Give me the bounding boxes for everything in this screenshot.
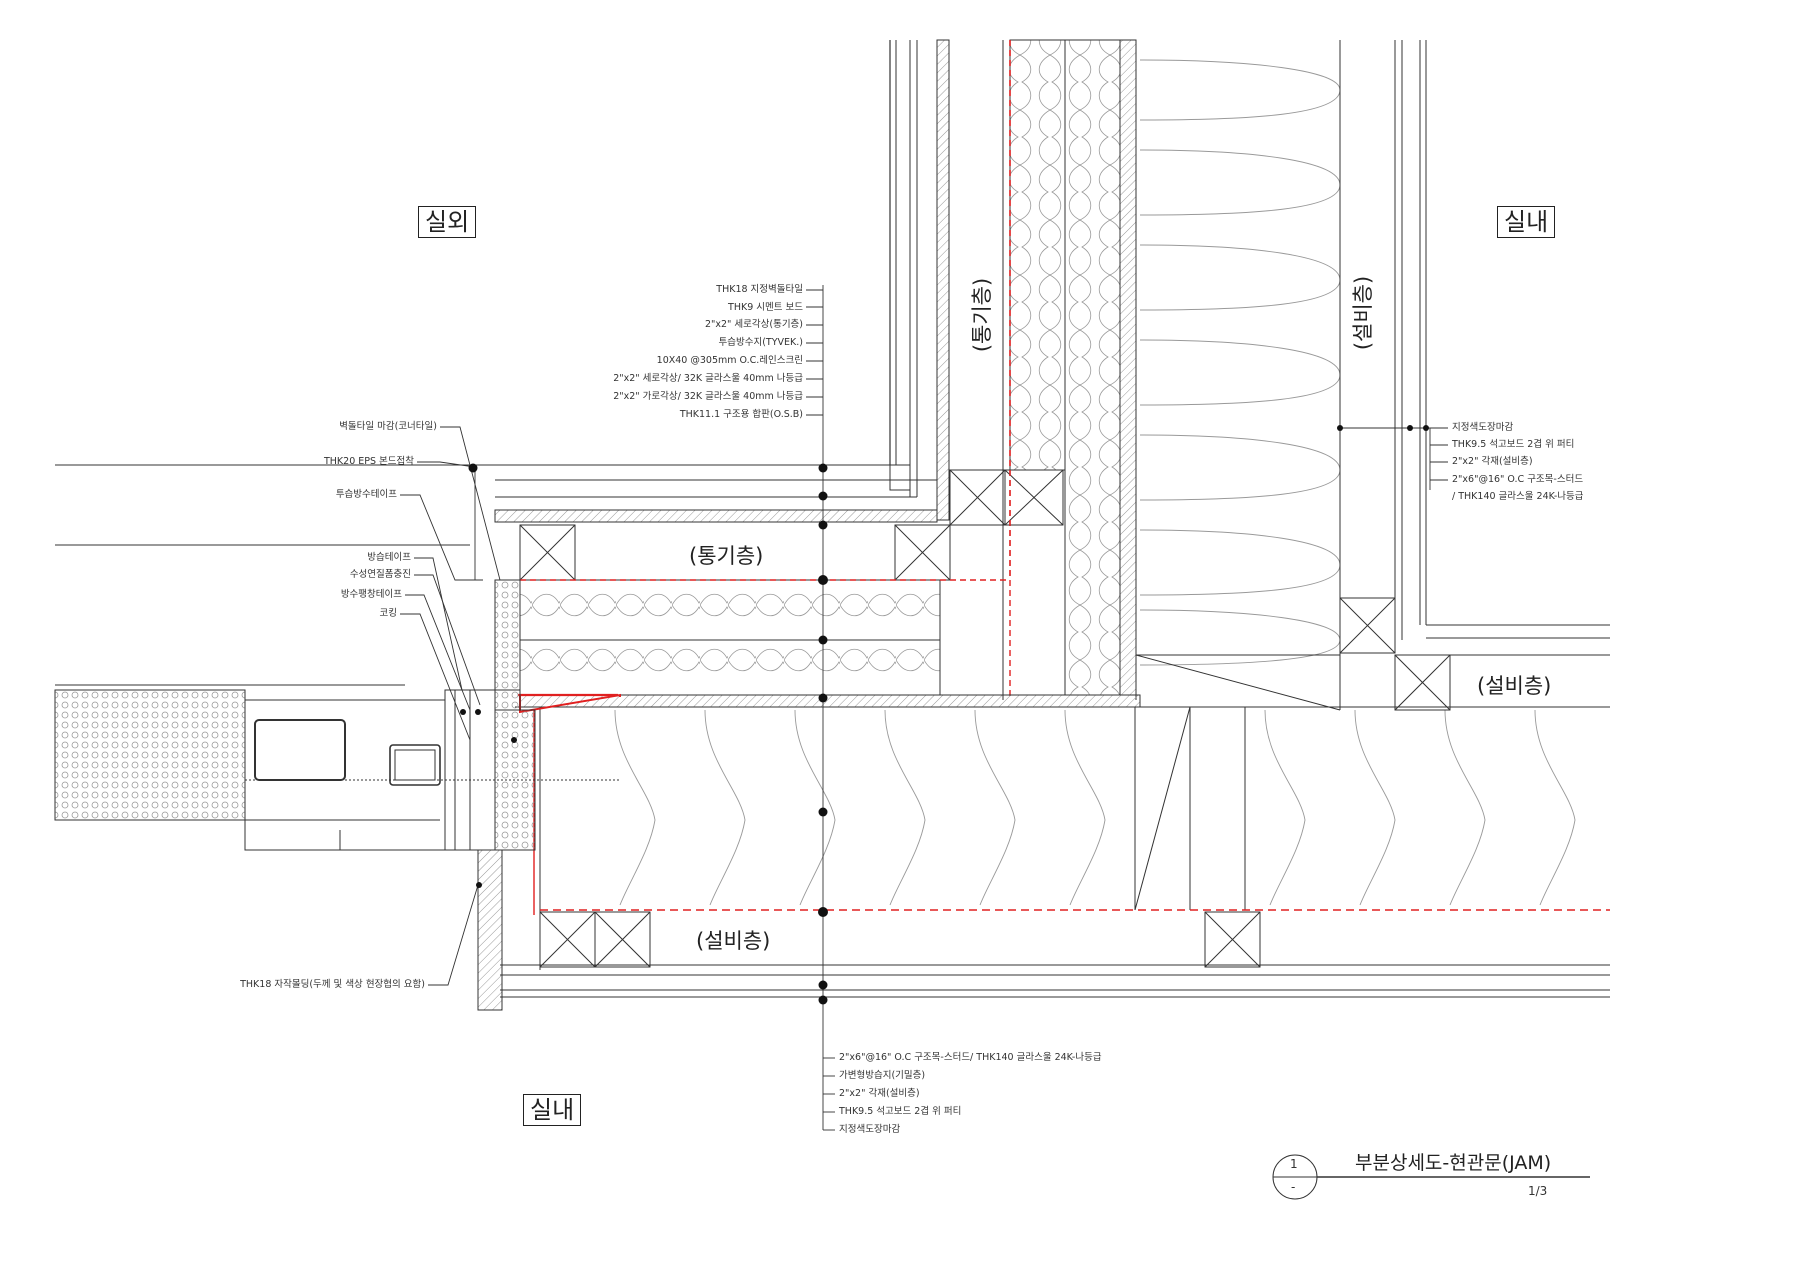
note-bottom-4: 지정색도장마감 <box>839 1124 901 1135</box>
title-block <box>1272 1154 1590 1200</box>
note-bottom-3: THK9.5 석고보드 2겹 위 퍼티 <box>839 1106 962 1117</box>
note-bottom-1: 가변형방습지(기밀층) <box>839 1070 926 1081</box>
drawing-title: 부분상세도-현관문(JAM) <box>1355 1152 1552 1174</box>
note-right-2: 2"x2" 각재(설비층) <box>1452 456 1533 467</box>
zone-service-vertical: (설비층) <box>1347 275 1378 351</box>
zone-service-horizontal-bottom: (설비층) <box>693 925 774 955</box>
note-left-3: 방습테이프 <box>367 552 411 563</box>
vertical-wall <box>889 39 1427 710</box>
note-top-3: 투습방수지(TYVEK.) <box>718 337 803 348</box>
note-bottom-0: 2"x6"@16" O.C 구조목-스터드/ THK140 글라스울 24K-나… <box>839 1052 1102 1063</box>
exterior-label: 실외 <box>418 206 477 238</box>
eps-corner <box>494 579 521 711</box>
drawing-scale: 1/3 <box>1528 1184 1548 1198</box>
note-right-0: 지정색도장마감 <box>1452 422 1514 433</box>
zone-service-horizontal-right: (설비층) <box>1474 670 1555 700</box>
detail-sheet-ref: - <box>1291 1180 1296 1194</box>
detail-number: 1 <box>1290 1157 1298 1171</box>
note-left-1: THK20 EPS 본드접착 <box>323 456 414 467</box>
membrane-lines <box>518 40 1011 915</box>
interior-label-top: 실내 <box>1497 206 1556 238</box>
note-left-5: 방수팽창테이프 <box>340 589 402 600</box>
note-left-0: 벽돌타일 마감(코너타일) <box>339 421 437 432</box>
note-top-0: THK18 지정벽돌타일 <box>716 284 803 295</box>
note-bottom-left: THK18 자작몰딩(두께 및 색상 현장협의 요함) <box>240 979 425 990</box>
note-right-3: 2"x6"@16" O.C 구조목-스터드 <box>1452 474 1584 485</box>
blocking <box>519 464 1451 968</box>
note-left-6: 코킹 <box>379 608 397 619</box>
horizontal-wall <box>55 464 1610 998</box>
note-right-1: THK9.5 석고보드 2겹 위 퍼티 <box>1452 439 1575 450</box>
door-frame <box>54 684 620 1011</box>
note-top-4: 10X40 @305mm O.C.레인스크린 <box>656 355 803 366</box>
zone-ventilation-horizontal: (통기층) <box>686 540 767 570</box>
note-right-4: / THK140 글라스울 24K-나등급 <box>1452 491 1584 502</box>
note-top-2: 2"x2" 세로각상(통기층) <box>704 319 803 330</box>
note-bottom-2: 2"x2" 각재(설비층) <box>839 1088 920 1099</box>
note-left-2: 투습방수테이프 <box>335 489 397 500</box>
note-top-5: 2"x2" 세로각상/ 32K 글라스울 40mm 나등급 <box>613 373 803 384</box>
leader-dots <box>460 425 1429 1005</box>
note-top-7: THK11.1 구조용 합판(O.S.B) <box>679 409 803 420</box>
note-top-1: THK9 시멘트 보드 <box>728 302 803 313</box>
note-top-6: 2"x2" 가로각상/ 32K 글라스울 40mm 나등급 <box>613 391 803 402</box>
interior-label-bottom: 실내 <box>523 1094 582 1126</box>
note-left-4: 수성연질폼충진 <box>349 569 411 580</box>
zone-ventilation-vertical: (통기층) <box>966 277 997 353</box>
